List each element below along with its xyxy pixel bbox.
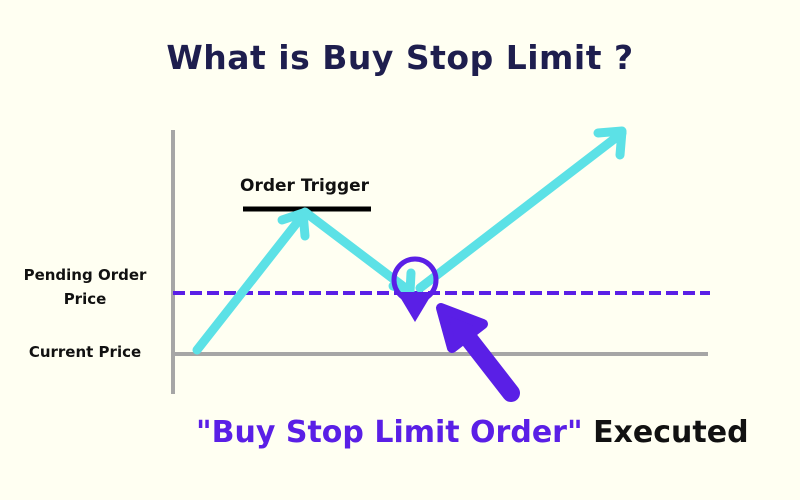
execution-pin-icon xyxy=(391,256,439,322)
caption-suffix: Executed xyxy=(593,415,749,450)
price-path xyxy=(192,126,627,355)
current-price-label: Current Price xyxy=(28,343,142,361)
executed-caption: "Buy Stop Limit Order" Executed xyxy=(196,415,749,450)
page-title: What is Buy Stop Limit ? xyxy=(166,38,634,77)
pointer-arrow-icon xyxy=(436,303,520,402)
caption-highlight: "Buy Stop Limit Order" xyxy=(196,415,583,450)
pending-order-price-label: Pending Order Price xyxy=(10,263,160,311)
pending-order-price-label-line1: Pending Order xyxy=(23,266,147,284)
pending-order-price-label-line2: Price xyxy=(63,290,107,308)
order-trigger-label: Order Trigger xyxy=(240,176,370,196)
